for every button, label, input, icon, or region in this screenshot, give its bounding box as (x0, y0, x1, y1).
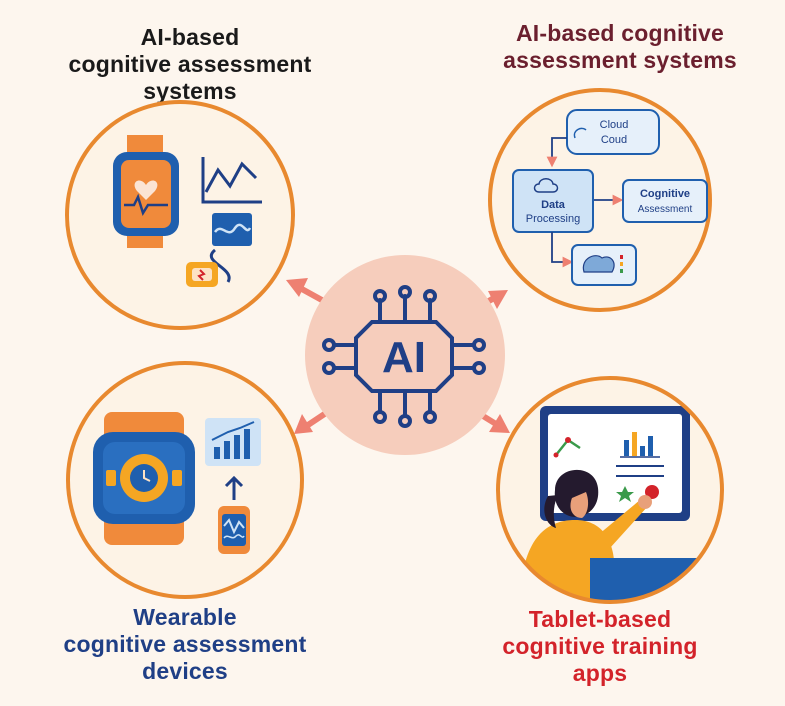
connector-cloud-to-processing (546, 137, 567, 168)
hub-label: AI (382, 333, 426, 382)
processing-label-2: Processing (526, 213, 580, 225)
circle-top-left (65, 100, 295, 330)
label-top-right-line2: assessment systems (503, 47, 737, 73)
label-bottom-right-line3: apps (572, 660, 628, 686)
label-top-right: AI-based cognitive assessment systems (470, 20, 770, 74)
cloud-box: Cloud Coud (566, 109, 660, 155)
assessment-label-1: Cognitive (640, 188, 690, 200)
circle-bottom-right (496, 376, 724, 604)
up-arrow-icon (224, 475, 244, 500)
ai-hub: AI (305, 255, 505, 455)
label-top-left-line3: systems (143, 78, 237, 104)
waveform-panel-icon (212, 213, 252, 246)
label-top-left: AI-based cognitive assessment systems (40, 24, 340, 105)
processing-box: Data Processing (512, 169, 594, 233)
label-bottom-right-line2: cognitive training (502, 633, 698, 659)
sensor-device-icon (186, 248, 231, 287)
cloud-label-2: Coud (601, 134, 627, 146)
smartwatch-icon (93, 412, 195, 545)
assessment-label-2: Assessment (638, 204, 693, 215)
growth-chart-icon (205, 418, 261, 466)
label-bottom-right-line1: Tablet-based (528, 606, 672, 632)
label-top-right-line1: AI-based cognitive (515, 20, 725, 46)
label-bottom-left-line1: Wearable (133, 604, 237, 630)
line-chart-icon (201, 157, 262, 204)
smartwatch-heart-icon (113, 135, 179, 248)
label-bottom-right: Tablet-based cognitive training apps (450, 606, 750, 687)
cloud-label-1: Cloud (600, 119, 629, 131)
processing-label-1: Data (541, 199, 566, 211)
brain-scan-icon (582, 255, 615, 273)
circle-bottom-left (66, 361, 304, 599)
label-bottom-left-line2: cognitive assessment (63, 631, 307, 657)
wave-monitor-icon (218, 506, 250, 554)
cloud-icon (573, 127, 587, 139)
label-top-left-line1: AI-based (140, 24, 240, 50)
circle-top-right: Cloud Coud Data Processing Cognitive Ass… (488, 88, 712, 312)
brain-scan-box (571, 244, 637, 286)
label-bottom-left: Wearable cognitive assessment devices (25, 604, 345, 685)
assessment-box: Cognitive Assessment (622, 179, 708, 223)
label-top-left-line2: cognitive assessment (68, 51, 312, 77)
label-bottom-left-line3: devices (142, 658, 228, 684)
connector-processing-to-output (551, 232, 574, 268)
cloud-icon-small (533, 178, 559, 193)
ai-chip-icon (322, 285, 486, 428)
